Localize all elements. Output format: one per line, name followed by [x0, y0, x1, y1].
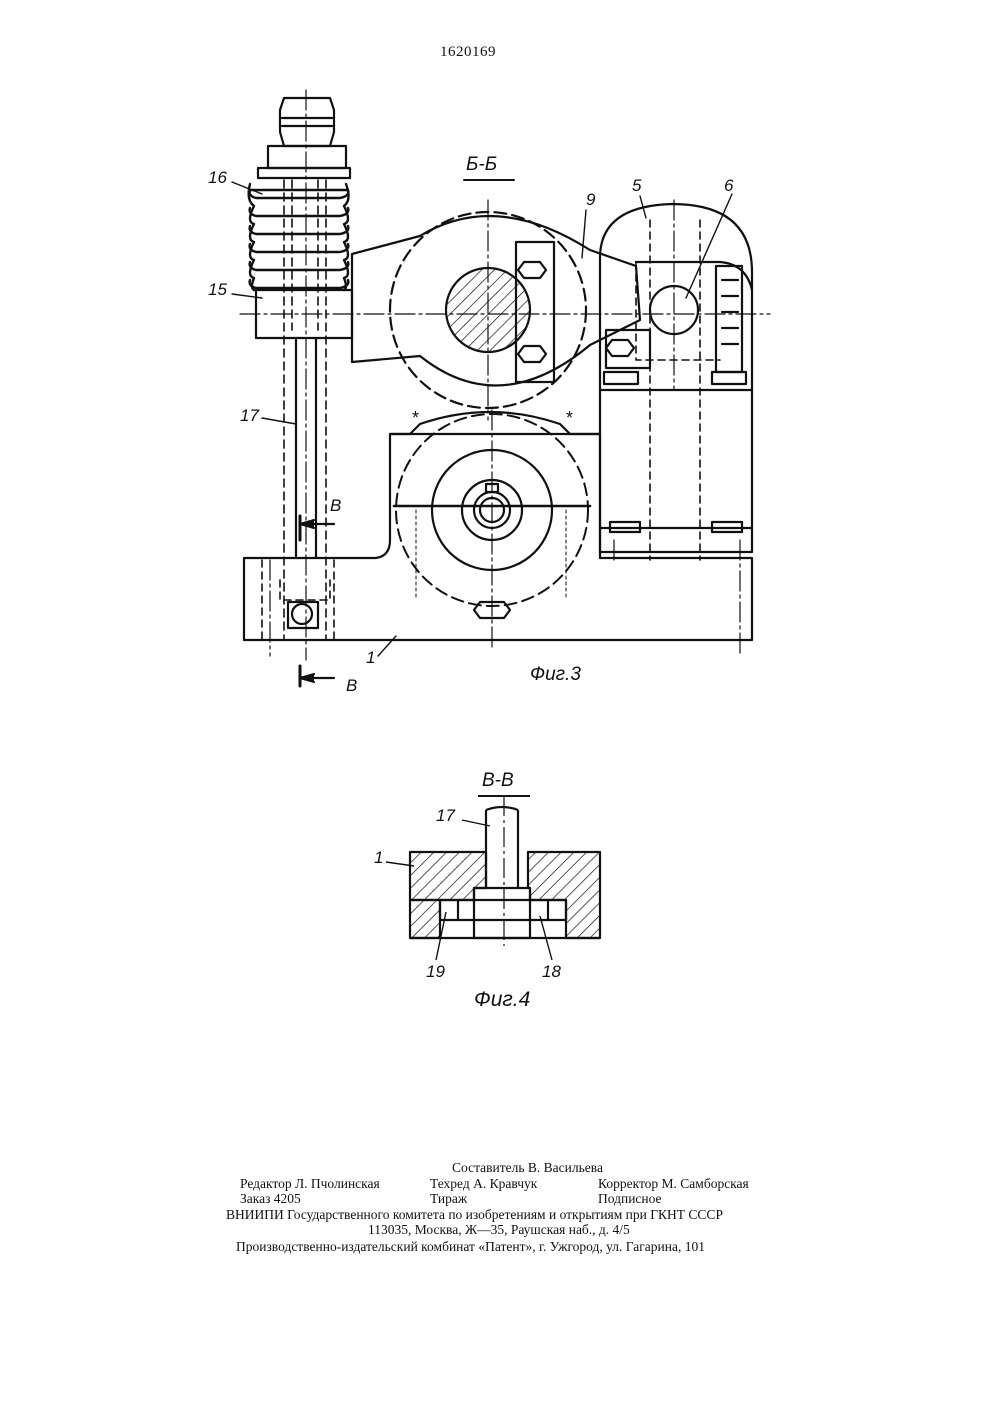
callout-9: 9	[586, 190, 595, 210]
figure-4-caption: Фиг.4	[474, 988, 530, 1012]
fig4-callout-19: 19	[426, 962, 445, 982]
figure-3-section-title: Б-Б	[466, 154, 497, 176]
callout-15: 15	[208, 280, 227, 300]
colophon-editor: Редактор Л. Пчолинская	[240, 1176, 380, 1191]
fig4-callout-1: 1	[374, 848, 383, 868]
fig4-callout-18: 18	[542, 962, 561, 982]
callout-1: 1	[366, 648, 375, 668]
colophon-techred: Техред А. Кравчук	[430, 1176, 537, 1191]
callout-6: 6	[724, 176, 733, 196]
svg-text:*: *	[566, 408, 573, 428]
section-arrow-letter-lower: В	[346, 676, 357, 696]
colophon-circulation: Тираж	[430, 1191, 467, 1206]
svg-text:*: *	[412, 408, 419, 428]
colophon-printer: Производственно-издательский комбинат «П…	[236, 1239, 705, 1254]
figure-4-drawing	[386, 796, 600, 960]
figure-3-caption: Фиг.3	[530, 664, 581, 686]
figure-4-section-title: В-В	[482, 770, 514, 792]
section-arrow-letter-upper: В	[330, 496, 341, 516]
colophon-address: 113035, Москва, Ж—35, Раушская наб., д. …	[368, 1222, 630, 1237]
colophon-institute: ВНИИПИ Государственного комитета по изоб…	[226, 1207, 723, 1222]
callout-16: 16	[208, 168, 227, 188]
colophon-compiler: Составитель В. Васильева	[452, 1160, 603, 1175]
colophon-subscription: Подписное	[598, 1191, 662, 1206]
colophon-corrector: Корректор М. Самборская	[598, 1176, 749, 1191]
callout-5: 5	[632, 176, 641, 196]
fig4-callout-17: 17	[436, 806, 455, 826]
callout-17: 17	[240, 406, 259, 426]
colophon-order: Заказ 4205	[240, 1191, 301, 1206]
